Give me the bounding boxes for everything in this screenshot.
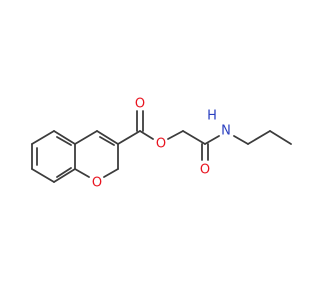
- ring-oxygen-label: O: [92, 176, 102, 191]
- bond: [96, 130, 119, 145]
- bond: [53, 168, 76, 183]
- bond: [269, 130, 292, 145]
- bond: [167, 130, 184, 140]
- bond: [182, 130, 206, 145]
- bond: [31, 130, 55, 145]
- double-bond-inner: [56, 167, 72, 178]
- amide-carbonyl-oxygen-label: O: [200, 163, 210, 178]
- bond: [204, 135, 220, 145]
- amide-group: [201, 130, 292, 161]
- bond: [74, 168, 90, 178]
- molecule-diagram: O O O O N H: [31, 96, 292, 191]
- ester-oxygen-label: O: [156, 137, 166, 152]
- bond: [233, 135, 249, 145]
- benzene-ring: [31, 130, 76, 183]
- bond: [31, 168, 55, 183]
- amide-hydrogen-label: H: [207, 109, 217, 124]
- bond: [139, 130, 154, 140]
- double-bond-inner: [56, 136, 72, 146]
- pyran-ring: [74, 130, 119, 178]
- bond: [117, 130, 141, 145]
- molecule-structure: O O O O N H: [31, 97, 292, 191]
- double-bond-inner: [99, 136, 115, 146]
- bond: [103, 168, 119, 178]
- amide-nitrogen-label: N: [221, 124, 231, 139]
- bond: [247, 130, 271, 145]
- carbonyl-oxygen-label: O: [135, 97, 145, 112]
- bond: [53, 130, 76, 145]
- ester-group: [117, 110, 206, 145]
- bond: [74, 130, 98, 145]
